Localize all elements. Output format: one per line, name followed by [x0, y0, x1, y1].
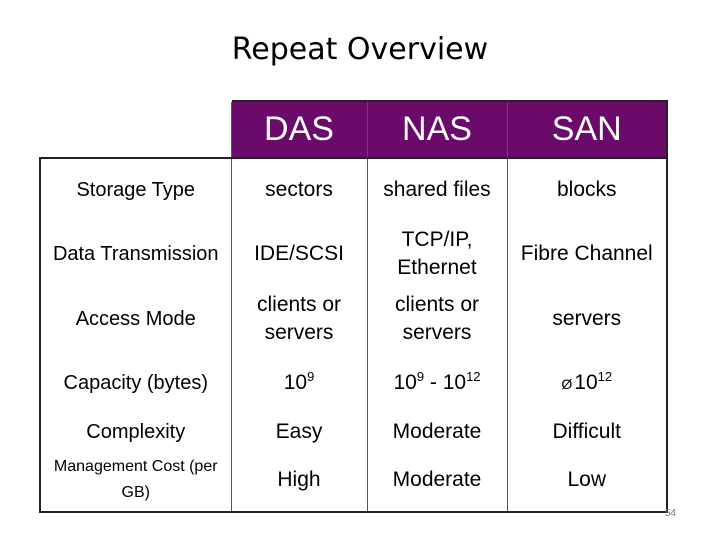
row-label: Access Mode [40, 287, 232, 351]
page-number: 54 [664, 508, 676, 519]
slide-title: Repeat Overview [231, 32, 489, 67]
row-label: Complexity [40, 415, 232, 449]
cell-san: Difficult [507, 415, 668, 449]
row-label: Capacity (bytes) [40, 351, 232, 415]
header-row: DAS NAS SAN [39, 100, 668, 159]
row-label: Management Cost (per GB) [40, 449, 232, 512]
cell-nas: Moderate [367, 449, 508, 512]
table-row: Complexity Easy Moderate Difficult [40, 415, 668, 449]
cell-san: Ø1012 [507, 351, 668, 415]
cell-san: servers [507, 287, 668, 351]
cell-nas: 109 - 1012 [367, 351, 508, 415]
cell-das: sectors [231, 158, 368, 221]
cell-nas: clients or servers [367, 287, 508, 351]
nas-base-high: 10 [442, 371, 467, 394]
table-row: Data Transmission IDE/SCSI TCP/IP, Ether… [40, 221, 668, 287]
cell-san: Fibre Channel [507, 221, 668, 287]
cell-das: Easy [231, 415, 368, 449]
header-das: DAS [231, 101, 368, 159]
table-row: Storage Type sectors shared files blocks [40, 158, 668, 221]
cell-das: IDE/SCSI [231, 221, 368, 287]
row-label: Data Transmission [40, 221, 232, 287]
nas-base-low: 10 [393, 371, 417, 394]
cell-das: High [231, 449, 368, 512]
cell-san: blocks [507, 158, 668, 221]
san-exponent: 12 [597, 368, 613, 384]
header-san: SAN [507, 101, 668, 159]
table-row: Capacity (bytes) 109 109 - 1012 Ø1012 [40, 351, 668, 415]
cell-nas: shared files [367, 158, 508, 221]
table-row: Access Mode clients or servers clients o… [40, 287, 668, 351]
das-base: 10 [283, 371, 308, 394]
header-nas: NAS [367, 101, 508, 159]
san-base: 10 [574, 370, 598, 394]
das-exponent: 9 [307, 369, 315, 384]
row-label: Storage Type [40, 158, 232, 221]
cell-das: clients or servers [231, 287, 368, 351]
nas-exponent-low: 9 [416, 369, 425, 384]
header-blank-cell [39, 100, 232, 159]
nas-exponent-high: 12 [466, 369, 481, 384]
cell-nas: TCP/IP, Ethernet [367, 221, 508, 287]
arrow-bullet-icon: Ø [561, 375, 573, 392]
nas-range-separator: - [424, 371, 443, 394]
cell-san: Low [507, 449, 668, 512]
comparison-table: DAS NAS SAN Storage Type sectors shared … [39, 100, 668, 513]
table-row: Management Cost (per GB) High Moderate L… [40, 449, 668, 512]
cell-das: 109 [231, 351, 368, 415]
cell-nas: Moderate [367, 415, 508, 449]
